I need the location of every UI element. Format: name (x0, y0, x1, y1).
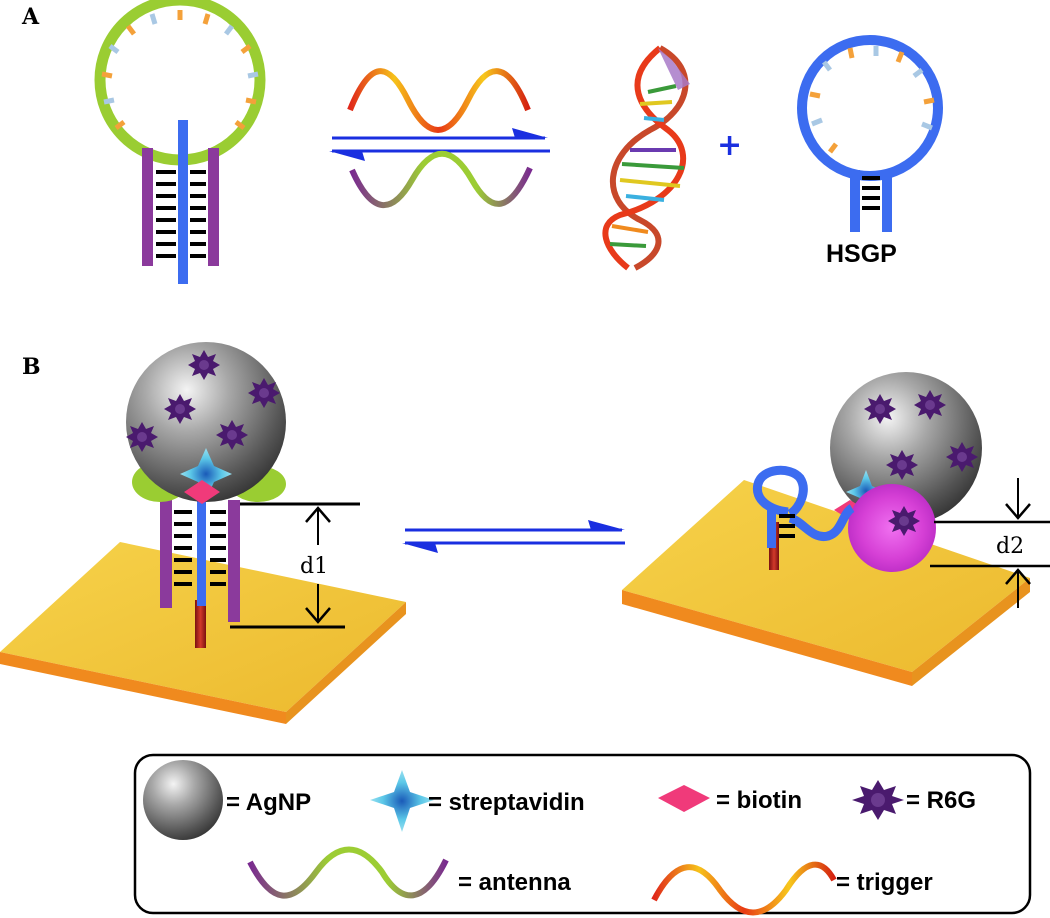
legend-antenna: = antenna (458, 869, 571, 896)
panel-a-label: A (21, 4, 40, 30)
d2-distance-marker (930, 478, 1050, 608)
agnp-legend-icon (143, 760, 223, 840)
hsgp-label: HSGP (826, 240, 897, 268)
legend-trigger: = trigger (836, 869, 933, 896)
legend-biotin: = biotin (716, 787, 802, 814)
d1-distance-marker (230, 502, 360, 629)
gold-surface-right (622, 480, 1030, 686)
hairpin-probe-closed (94, 0, 266, 284)
hsgp-hairpin-open (797, 35, 943, 232)
d1-label: d1 (300, 554, 328, 579)
trigger-wave-icon (347, 68, 531, 133)
biotin-legend-icon (658, 785, 710, 812)
trigger-legend-icon (651, 861, 837, 916)
antenna-legend-icon (247, 846, 449, 899)
panel-b-label: B (22, 354, 41, 380)
equilibrium-arrow-b-icon (402, 520, 625, 553)
legend-streptavidin: = streptavidin (428, 789, 585, 816)
legend-r6g: = R6G (906, 787, 976, 814)
dna-helix-icon (602, 45, 690, 271)
plus-sign: + (717, 128, 742, 163)
legend-box: = AgNP = streptavidin = biotin = R6G = a… (133, 753, 1032, 916)
d2-label: d2 (996, 534, 1024, 559)
surface-probe-closed (126, 342, 286, 648)
r6g-legend-icon (852, 780, 904, 820)
surface-probe-open (752, 372, 982, 572)
antenna-wave-icon (349, 150, 533, 209)
legend-agnp: = AgNP (226, 789, 311, 816)
streptavidin-legend-icon (370, 770, 434, 832)
